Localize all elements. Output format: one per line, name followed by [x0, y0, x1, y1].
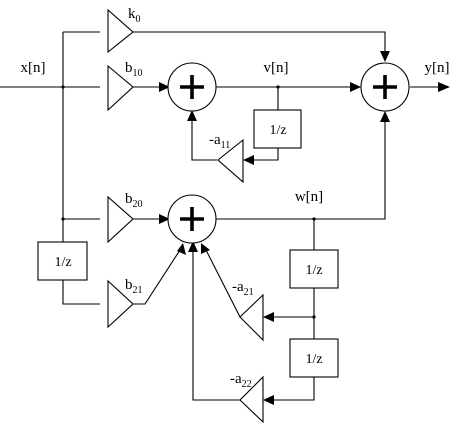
delay-4: 1/z — [289, 338, 339, 378]
label-gain-a22-sub: 22 — [242, 379, 252, 390]
signal-labels: x[n] y[n] v[n] w[n] — [21, 60, 450, 205]
label-gain-b10: b10 — [125, 60, 143, 79]
arrowhead-b20-to-adder2 — [159, 214, 170, 224]
delay-3: 1/z — [289, 249, 339, 289]
delay-2: 1/z — [253, 109, 302, 149]
label-gain-a22-base: -a — [230, 371, 242, 387]
delay-4-label: 1/z — [305, 352, 322, 367]
wire-k0-out — [133, 31, 386, 53]
adder-1 — [167, 62, 217, 112]
label-gain-b21: b21 — [125, 277, 143, 296]
arrowhead-w-to-output-adder — [380, 111, 390, 122]
gain-a22-triangle — [239, 375, 264, 424]
label-gain-k0: k0 — [128, 6, 141, 25]
gain-b10-triangle — [107, 64, 134, 112]
junction-input — [61, 85, 65, 89]
label-gain-b21-sub: 21 — [133, 285, 143, 296]
gain-b21-triangle — [107, 279, 134, 329]
label-input-signal: x[n] — [21, 60, 46, 76]
adder-1-plus-icon — [180, 75, 204, 99]
delay-1-box — [37, 241, 88, 281]
arrowhead-a22-to-adder2 — [188, 241, 198, 252]
junction-a21 — [312, 315, 316, 319]
arrowhead-v-to-output-adder — [350, 82, 361, 92]
gain-k0-triangle — [107, 8, 134, 54]
delay-4-box — [289, 338, 339, 378]
arrowhead-k0-to-output-adder — [380, 51, 390, 62]
arrowhead-a21-to-adder2 — [201, 243, 210, 254]
label-gain-b20-base: b — [125, 191, 133, 207]
label-state-v: v[n] — [264, 60, 289, 76]
wire-a11-out — [191, 118, 217, 161]
gain-blocks — [107, 8, 264, 424]
wire-a22-out — [192, 250, 240, 401]
label-gain-b21-base: b — [125, 277, 133, 293]
delay-1-label: 1/z — [54, 255, 71, 270]
wire-b21-out — [133, 249, 181, 305]
label-gain-b10-base: b — [125, 60, 133, 76]
gain-a21-triangle — [239, 293, 264, 342]
delay-3-box — [289, 249, 339, 289]
adder-output-plus-icon — [373, 75, 397, 99]
arrowhead-output — [438, 82, 450, 92]
wire-w — [216, 120, 386, 220]
arrowhead-b10-to-adder1 — [159, 82, 170, 92]
label-gain-a21: -a21 — [232, 279, 254, 298]
arrowhead-a11-to-adder1 — [187, 110, 197, 121]
delay-1: 1/z — [37, 241, 88, 281]
signal-wires — [0, 31, 440, 401]
delay-3-label: 1/z — [305, 263, 322, 278]
wire-a21-out — [205, 249, 241, 318]
label-gain-a21-base: -a — [232, 279, 244, 295]
label-gain-a11-base: -a — [209, 132, 221, 148]
adder-output — [360, 62, 410, 112]
label-gain-a11: -a11 — [209, 132, 230, 151]
junction-b20 — [61, 217, 65, 221]
delay-2-label: 1/z — [269, 123, 286, 138]
label-gain-b10-sub: 10 — [133, 68, 143, 79]
arrowhead-to-a22 — [263, 395, 274, 405]
adder-2 — [167, 194, 217, 244]
wire-delay4-out — [272, 377, 315, 401]
arrowhead-delay2-to-a11 — [243, 155, 254, 165]
label-gain-k0-sub: 0 — [136, 14, 141, 25]
gain-a11-triangle — [217, 138, 244, 184]
label-gain-b20-sub: 20 — [133, 199, 143, 210]
junctions — [61, 85, 316, 319]
junction-v — [276, 85, 280, 89]
wire-delay2-out — [252, 148, 279, 161]
label-gain-a21-sub: 21 — [244, 287, 254, 298]
arrowheads — [159, 51, 450, 405]
junction-w — [312, 217, 316, 221]
label-gain-k0-base: k — [128, 6, 136, 22]
label-gain-a22: -a22 — [230, 371, 252, 390]
label-output-signal: y[n] — [425, 60, 450, 76]
arrowhead-to-a21 — [263, 312, 274, 322]
label-gain-a11-sub: 11 — [221, 140, 231, 151]
delay-2-box — [253, 109, 302, 149]
adder-2-plus-icon — [180, 207, 204, 231]
wire-delay1-out — [62, 280, 100, 305]
gain-labels: k0 b10 -a11 b20 b21 -a21 -a22 — [125, 6, 254, 390]
label-state-w: w[n] — [295, 189, 323, 205]
label-gain-b20: b20 — [125, 191, 143, 210]
gain-b20-triangle — [107, 195, 134, 244]
arrowhead-b21-to-adder2 — [177, 243, 186, 255]
